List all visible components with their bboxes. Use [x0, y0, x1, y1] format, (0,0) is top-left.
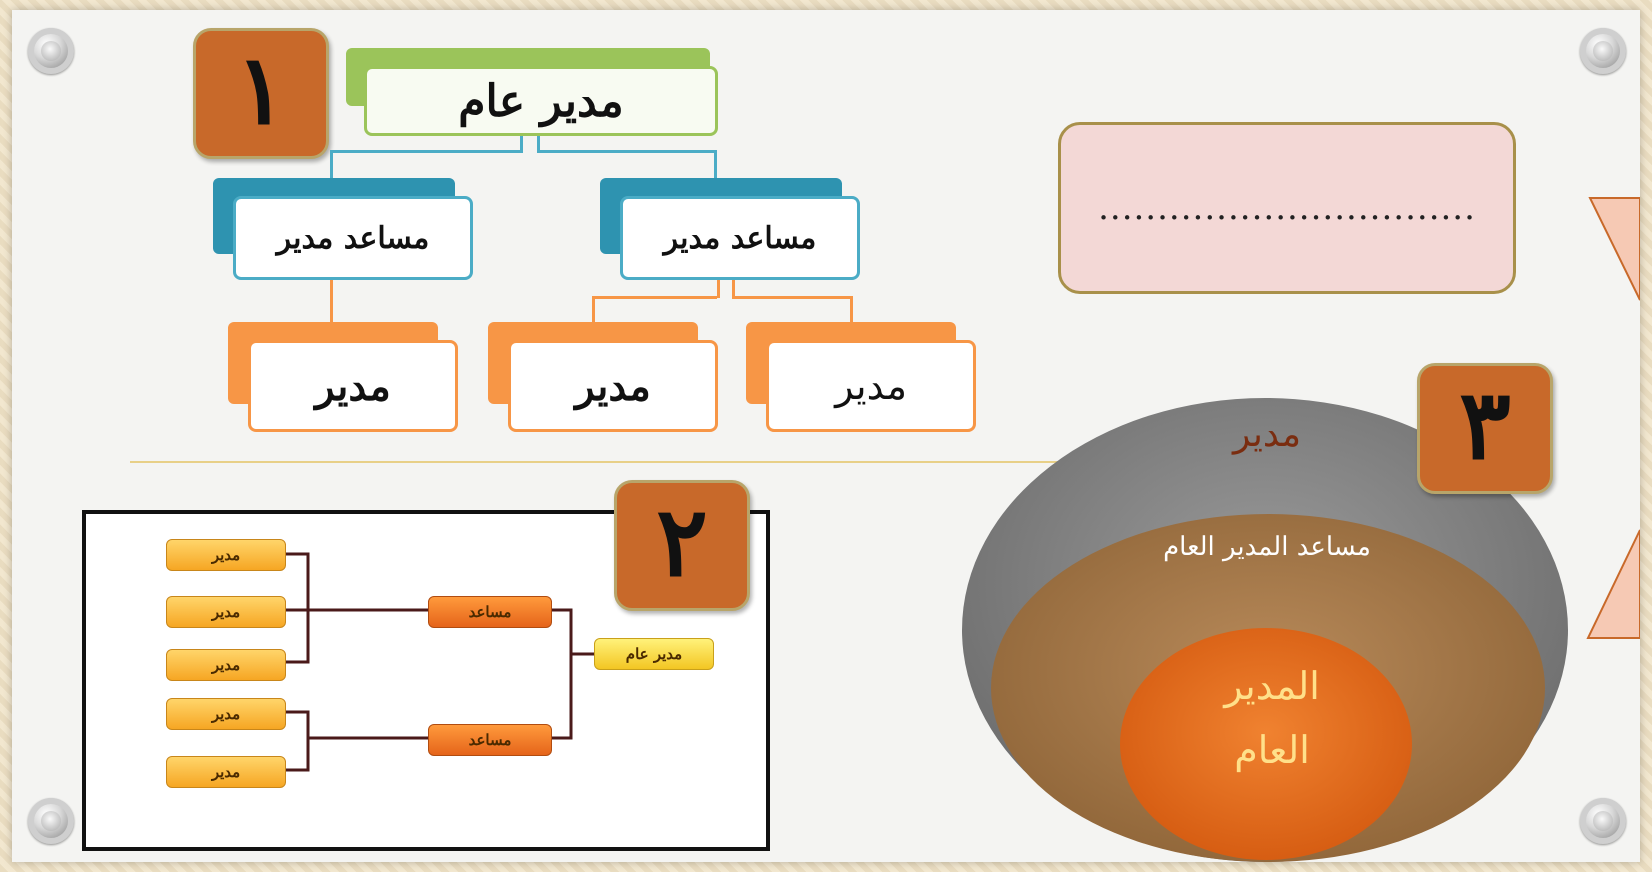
mini-manager-5: مدير: [166, 756, 286, 788]
connector: [537, 150, 717, 153]
manager-label-3: مدير: [766, 340, 976, 432]
ellipse-inner-label-1: المدير: [1224, 664, 1320, 708]
inner-ellipse: [1120, 628, 1412, 860]
mini-manager-2: مدير: [166, 596, 286, 628]
connector: [850, 296, 853, 326]
ellipse-middle-label: مساعد المدير العام: [1163, 532, 1371, 562]
connector: [732, 296, 852, 299]
arrow-decoration-icon: [1586, 197, 1640, 639]
answer-dots: ................................: [1098, 188, 1476, 228]
bottom-right-bolt-icon: [1580, 798, 1626, 844]
manager-node-2: مدير: [488, 322, 734, 432]
connector: [330, 150, 520, 153]
connector: [330, 150, 333, 180]
mini-manager-3: مدير: [166, 649, 286, 681]
assistant-label-right: مساعد مدير: [620, 196, 860, 280]
connector: [330, 280, 333, 325]
root-node-label: مدير عام: [364, 66, 718, 136]
mini-assistant-2: مساعد: [428, 724, 552, 756]
ellipse-inner-label-2: العام: [1234, 728, 1310, 772]
manager-node-1: مدير: [228, 322, 474, 432]
manager-label-2: مدير: [508, 340, 718, 432]
connector: [732, 278, 735, 298]
divider: [130, 461, 1520, 463]
top-left-bolt-icon: [28, 28, 74, 74]
top-right-bolt-icon: [1580, 28, 1626, 74]
assistant-label-left: مساعد مدير: [233, 196, 473, 280]
mini-assistant-1: مساعد: [428, 596, 552, 628]
mini-manager-1: مدير: [166, 539, 286, 571]
nested-ellipses: [962, 398, 1568, 862]
mini-manager-4: مدير: [166, 698, 286, 730]
connector: [592, 296, 595, 326]
connector: [592, 296, 717, 299]
assistant-node-right: مساعد مدير: [600, 178, 876, 280]
answer-box[interactable]: ................................: [1058, 122, 1516, 294]
connector: [537, 128, 540, 153]
slide-panel: ١ مدير عام مساعد مدير مساعد مدير: [12, 10, 1640, 862]
connector: [520, 128, 523, 153]
bottom-left-bolt-icon: [28, 798, 74, 844]
connector: [717, 278, 720, 298]
ellipse-outer-label: مدير: [1232, 414, 1302, 455]
org-chart-2-connectors: [286, 552, 596, 772]
manager-label-1: مدير: [248, 340, 458, 432]
connector: [714, 150, 717, 180]
badge-2: ٢: [614, 480, 750, 611]
manager-node-3: مدير: [746, 322, 992, 432]
root-node: مدير عام: [346, 48, 718, 136]
mini-root: مدير عام: [594, 638, 714, 670]
badge-3: ٣: [1417, 363, 1553, 494]
assistant-node-left: مساعد مدير: [213, 178, 489, 280]
badge-1: ١: [193, 28, 329, 159]
